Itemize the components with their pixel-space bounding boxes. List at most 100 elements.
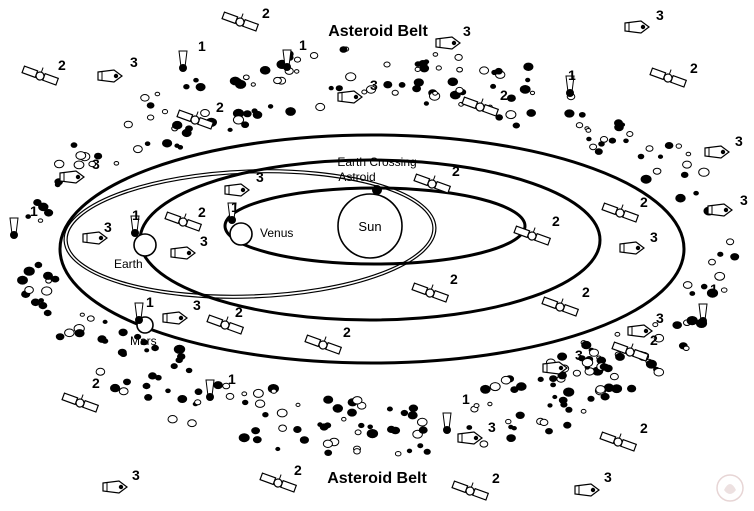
satellite-icon: 2 <box>649 60 698 88</box>
asteroid-rock-icon <box>495 114 504 121</box>
space-capsule-icon: 3 <box>574 469 612 497</box>
asteroid-rock-icon <box>608 137 617 144</box>
asteroid-rock-icon <box>447 77 459 87</box>
asteroid-rock-icon <box>479 440 489 448</box>
comet-icon: 1 <box>282 37 307 71</box>
asteroid-rock-icon <box>637 153 645 160</box>
satellite-icon: 2 <box>176 99 224 130</box>
asteroid-rock-icon <box>614 331 621 337</box>
asteroid-rock-icon <box>390 426 401 435</box>
asteroid-rock-icon <box>575 122 584 129</box>
asteroid-rock-icon <box>225 392 235 400</box>
space-capsule-icon: 3 <box>102 467 140 494</box>
asteroid-rock-icon <box>693 190 699 196</box>
asteroid-rock-icon <box>232 115 245 125</box>
asteroid-rock-icon <box>526 109 537 117</box>
asteroid-rock-icon <box>565 406 573 413</box>
asteroid-rock-icon <box>529 90 536 96</box>
marker-number: 2 <box>650 332 658 348</box>
asteroid-rock-icon <box>195 83 206 92</box>
marker-number: 1 <box>299 37 307 53</box>
asteroid-rock-icon <box>185 367 193 374</box>
asteroid-rock-icon <box>383 81 393 89</box>
comet-icon: 1 <box>130 207 140 237</box>
asteroid-rock-icon <box>595 385 606 394</box>
marker-number: 1 <box>146 294 154 310</box>
asteroid-rock-icon <box>383 61 391 68</box>
asteroid-rock-icon <box>242 399 249 406</box>
asteroid-rock-icon <box>487 401 493 407</box>
asteroid-rock-icon <box>652 322 659 328</box>
asteroid-rock-icon <box>341 416 347 422</box>
asteroid-rock-icon <box>88 160 97 168</box>
marker-number: 1 <box>228 371 236 387</box>
marker-number: 2 <box>452 163 460 179</box>
asteroid-rock-icon <box>241 121 250 128</box>
satellite-icon: 2 <box>206 304 245 335</box>
asteroid-rock-icon <box>332 404 343 413</box>
asteroid-rock-icon <box>253 388 264 398</box>
comet-icon: 1 <box>205 371 236 401</box>
asteroid-rock-icon <box>134 333 142 340</box>
asteroid-rock-icon <box>657 154 664 159</box>
asteroid-rock-icon <box>354 429 362 436</box>
asteroid-rock-icon <box>299 436 309 444</box>
asteroid-rock-icon <box>419 64 430 73</box>
venus <box>229 222 253 246</box>
satellite-icon: 2 <box>513 213 560 246</box>
asteroid-rock-icon <box>623 138 629 144</box>
marker-number: 2 <box>216 99 224 115</box>
marker-number: 3 <box>370 77 378 93</box>
asteroid-rock-icon <box>587 395 595 402</box>
asteroid-rock-icon <box>386 406 393 412</box>
asteroid-rock-icon <box>44 209 54 217</box>
comet-icon: 1 <box>565 67 576 97</box>
asteroid-rock-icon <box>525 77 531 83</box>
asteroid-rock-icon <box>423 59 430 65</box>
asteroid-rock-icon <box>506 434 516 443</box>
asteroid-rock-icon <box>708 258 716 266</box>
comet-icon: 1 <box>178 38 206 72</box>
asteroid-rock-icon <box>672 321 683 330</box>
earth-crossing-asteroid-orbit-inner <box>66 172 434 296</box>
asteroid-rock-icon <box>293 56 302 63</box>
asteroid-rock-icon <box>55 333 65 341</box>
asteroid-rock-icon <box>580 408 587 414</box>
asteroid-rock-icon <box>675 193 686 203</box>
space-capsule-icon: 3 <box>619 229 658 255</box>
asteroid-rock-icon <box>706 288 719 298</box>
asteroid-rock-icon <box>123 120 133 129</box>
asteroid-rock-icon <box>413 78 424 87</box>
asteroid-rock-icon <box>432 52 439 57</box>
asteroid-rock-icon <box>358 422 365 429</box>
asteroid-rock-icon <box>118 387 129 396</box>
asteroid-rock-icon <box>456 66 464 73</box>
comet-icon: 1 <box>698 281 718 325</box>
asteroid-rock-icon <box>423 101 429 106</box>
asteroid-rock-icon <box>162 139 173 148</box>
asteroid-rock-icon <box>609 372 619 381</box>
earth-label: Earth <box>114 257 143 271</box>
asteroid-rock-icon <box>515 411 525 419</box>
asteroid-rock-icon <box>640 174 652 184</box>
asteroid-rock-icon <box>118 328 128 337</box>
satellite-icon: 2 <box>461 87 508 117</box>
asteroid-rock-icon <box>86 315 95 322</box>
asteroid-rock-icon <box>165 388 171 394</box>
asteroid-rock-icon <box>717 251 724 257</box>
asteroid-rock-icon <box>511 426 517 431</box>
asteroid-rock-icon <box>183 84 190 90</box>
asteroid-rock-icon <box>79 312 85 317</box>
asteroid-rock-icon <box>38 202 49 212</box>
asteroid-rock-icon <box>557 352 568 361</box>
asteroid-rock-icon <box>140 339 148 346</box>
asteroid-rock-icon <box>262 412 269 418</box>
asteroid-belt-rocks <box>17 46 740 457</box>
sun-label: Sun <box>358 219 381 234</box>
asteroid-rock-icon <box>252 436 262 444</box>
marker-number: 2 <box>58 57 66 73</box>
asteroid-rock-icon <box>549 375 558 383</box>
asteroid-belt-title-bottom: Asteroid Belt <box>327 470 427 487</box>
asteroid-rock-icon <box>645 359 657 369</box>
